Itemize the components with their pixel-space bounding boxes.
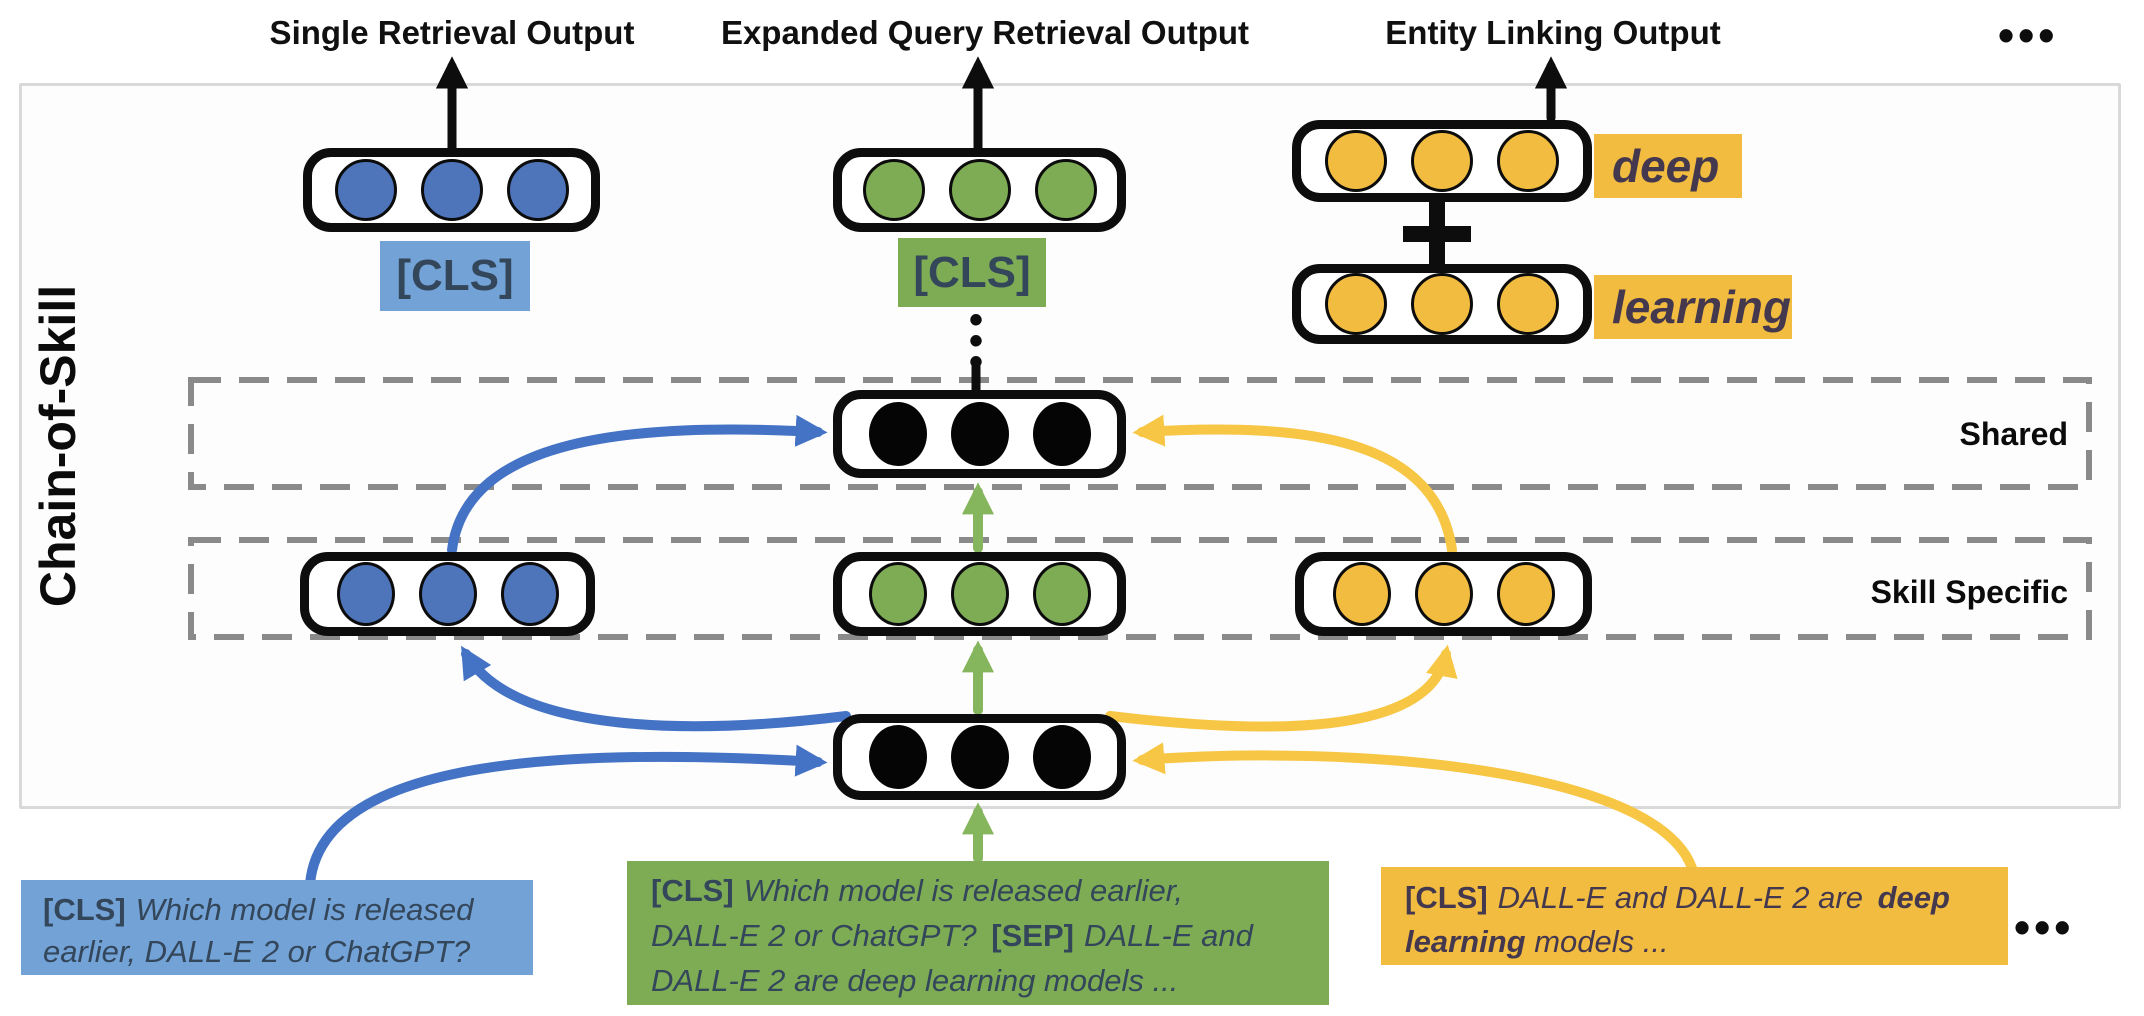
embedding-unit [950,562,1009,626]
embedding-unit [420,159,483,221]
expanded-query-embedding-box [833,148,1126,232]
title-expanded-query-output: Expanded Query Retrieval Output [720,14,1250,51]
embedding-unit [950,725,1009,789]
embedding-unit [1497,273,1559,335]
vertical-ellipsis-icon: • • • [968,298,984,384]
skill-specific-band-outline [188,537,2092,640]
embedding-unit [868,402,927,466]
embedding-unit [862,159,925,221]
embedding-unit [1032,725,1091,789]
cls-token: [CLS] [43,892,126,927]
arrow-blue-skill-to-shared [447,414,828,555]
arrow-yellow-skill-to-shared [1132,414,1457,555]
skill-specific-box-green [833,552,1126,636]
input-text-single-retrieval: [CLS]Which model is released earlier, DA… [21,880,533,975]
skill-specific-band-label: Skill Specific [1870,574,2068,610]
skill-specific-box-blue [300,552,595,636]
input-line: [CLS]Which model is released [43,892,474,927]
skill-specific-box-yellow [1295,552,1592,636]
input-line: DALL-E 2 are deep learning models ... [651,963,1179,998]
embedding-unit [334,159,397,221]
single-retrieval-embedding-box [303,148,600,232]
embedding-unit [336,562,395,626]
input-line: learning models ... [1405,924,1669,959]
arrow-yellow-encoder-to-skill [1105,644,1458,732]
cls-token-green: [CLS] [898,238,1046,307]
input-line: [CLS]DALL-E and DALL-E 2 are deep [1405,880,1950,915]
embedding-unit [506,159,569,221]
input-text-expanded-query: [CLS]Which model is released earlier, DA… [627,861,1329,1005]
embedding-unit [1496,562,1555,626]
shared-band-outline [188,377,2092,490]
embedding-unit [1411,130,1473,192]
embedding-unit [500,562,559,626]
embedding-unit [418,562,477,626]
embedding-unit [1414,562,1473,626]
embedding-unit [1032,562,1091,626]
emphasis-learning: learning [1405,924,1526,959]
embedding-unit [948,159,1011,221]
arrow-blue-encoder-to-skill [461,645,851,732]
learning-embedding-box [1292,264,1592,344]
embedding-unit [950,402,1009,466]
emphasis-deep: deep [1877,880,1950,915]
input-text-entity-linking: [CLS]DALL-E and DALL-E 2 are deep learni… [1381,867,2008,965]
shared-band-label: Shared [1959,416,2068,452]
embedding-unit [1034,159,1097,221]
title-entity-linking-output: Entity Linking Output [1385,14,1721,51]
title-single-retrieval-output: Single Retrieval Output [269,14,635,51]
input-line: earlier, DALL-E 2 or ChatGPT? [43,934,471,969]
cls-token: [CLS] [1405,880,1488,915]
input-line: DALL-E 2 or ChatGPT? [SEP]DALL-E and [651,918,1253,953]
embedding-unit [1032,402,1091,466]
embedding-unit [1411,273,1473,335]
embedding-unit [1325,273,1387,335]
embedding-unit [1332,562,1391,626]
input-line: [CLS]Which model is released earlier, [651,873,1184,908]
input-encoder-box [833,714,1126,800]
cls-token: [CLS] [651,873,734,908]
embedding-unit [1497,130,1559,192]
arrow-yellow-input-to-encoder [1132,742,1697,873]
embedding-unit [868,725,927,789]
shared-layer-box [833,390,1126,478]
more-outputs-ellipsis-icon: ••• [1998,9,2059,61]
token-label-learning: learning [1594,275,1792,339]
more-inputs-ellipsis-icon: ••• [2014,901,2075,953]
embedding-unit [1325,130,1387,192]
cls-token-blue: [CLS] [380,241,530,311]
arrow-blue-input-to-encoder [305,744,828,889]
token-label-deep: deep [1594,134,1742,198]
deep-embedding-box [1292,120,1592,202]
sep-token: [SEP] [991,918,1074,953]
embedding-unit [868,562,927,626]
